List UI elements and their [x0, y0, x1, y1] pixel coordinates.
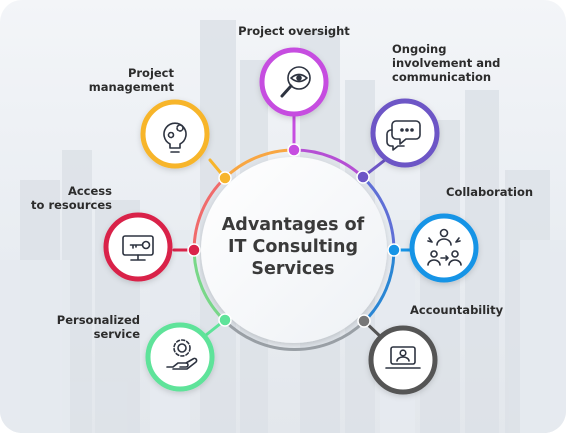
label-project-oversight: Project oversight	[222, 24, 366, 38]
ring-arc-accountability-to-personalized	[223, 319, 366, 351]
label-line: communication	[392, 70, 492, 84]
dot-oversight	[287, 143, 301, 157]
bulb-gears-icon	[163, 122, 187, 153]
label-line: management	[88, 80, 174, 94]
label-ongoing-involvement: Ongoing involvement and communication	[392, 42, 500, 84]
monitor-key-icon	[122, 235, 154, 261]
label-line: Project oversight	[238, 24, 350, 38]
label-line: Project	[127, 66, 174, 80]
label-line: service	[93, 327, 140, 341]
ring-arc-personalized-to-access	[192, 248, 227, 323]
dot-access	[187, 243, 201, 257]
laptop-user-icon	[385, 346, 421, 369]
label-collaboration: Collaboration	[446, 185, 533, 199]
hand-gear-icon	[166, 339, 198, 370]
team-exchange-icon	[427, 228, 462, 266]
node-circle-access	[103, 212, 173, 282]
dot-accountability	[357, 314, 371, 328]
magnifier-eye-icon	[280, 66, 311, 98]
label-access-to-resources: Access to resources	[10, 184, 112, 212]
title-line: Advantages of	[221, 215, 365, 235]
label-line: to resources	[31, 198, 112, 212]
dot-collaboration	[387, 243, 401, 257]
ring-arc-involvement-to-collaboration	[361, 176, 396, 252]
label-line: Accountability	[410, 303, 504, 317]
dot-involvement	[356, 170, 370, 184]
label-project-management: Project management	[60, 66, 174, 94]
node-circle-accountability	[368, 325, 438, 395]
label-line: Access	[67, 184, 112, 198]
label-line: Ongoing	[392, 42, 447, 56]
label-line: Collaboration	[446, 185, 534, 199]
ring-arc-management-to-oversight	[223, 148, 296, 180]
node-circle-personalized	[145, 322, 215, 392]
label-line: involvement and	[392, 56, 501, 70]
label-line: Personalized	[56, 313, 140, 327]
node-circle-collaboration	[409, 213, 479, 283]
ring-arc-access-to-management	[192, 176, 227, 252]
node-circle-oversight	[259, 47, 329, 117]
node-circle-management	[140, 99, 210, 169]
chat-bubbles-icon	[386, 120, 421, 151]
ring-arc-collaboration-to-accountability	[362, 248, 396, 324]
node-circle-involvement	[370, 98, 440, 168]
title-line: Services	[251, 259, 335, 279]
center-disc	[201, 157, 387, 343]
ring-arc-oversight-to-involvement	[292, 148, 365, 179]
diagram-title: Advantages of IT Consulting Services	[198, 214, 388, 280]
dot-management	[218, 171, 232, 185]
label-personalized-service: Personalized service	[40, 313, 140, 341]
title-line: IT Consulting	[227, 237, 359, 257]
dot-personalized	[218, 313, 232, 327]
label-accountability: Accountability	[410, 303, 503, 317]
